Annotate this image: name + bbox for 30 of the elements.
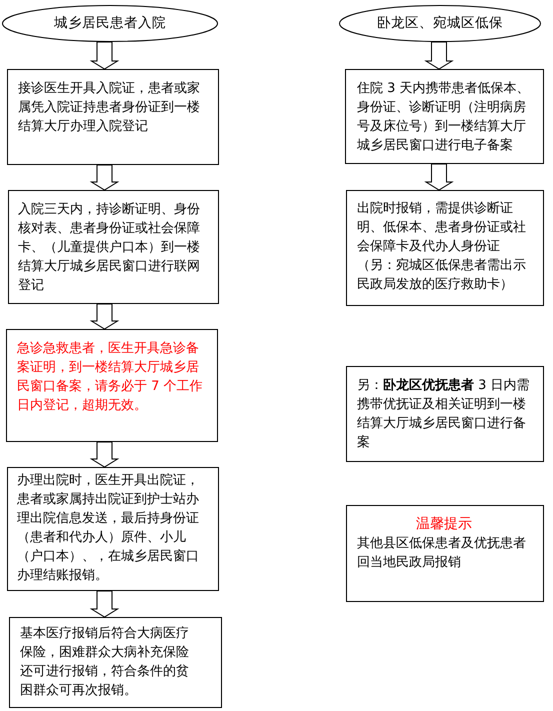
- start-ellipse: [2, 5, 218, 42]
- block-arrow: [424, 42, 454, 70]
- process-box: [7, 467, 219, 591]
- block-arrow: [90, 304, 120, 330]
- block-arrow: [90, 442, 120, 468]
- step-text: 入院三天内，持诊断证明、身份核对表、患者身份证或社会保障卡、（儿童提供户口本）到一楼结算大厅城乡居民窗口进行联网登记: [18, 201, 201, 295]
- step-text: 接诊医生开具入院证，患者或家属凭入院证持患者身份证到一楼结算大厅办理入院登记: [18, 80, 201, 136]
- block-arrow: [90, 164, 120, 191]
- step-text: 基本医疗报销后符合大病医疗保险，困难群众大病补充保险还可进行报销，符合条件的贫困群众可再次报销。: [20, 625, 190, 700]
- process-box: [346, 366, 544, 462]
- step-text: 办理出院时，医生开具出院证，患者或家属持出院证到护士站办理出院信息发送，最后持身份证（患者和代办人）原件、小儿（户口本）、，在城乡居民窗口办理结账报销。: [17, 472, 200, 585]
- step-text: 住院 3 天内携带患者低保本、身份证、诊断证明（注明病房号及床位号）到一楼结算大厅城乡居民窗口进行电子备案: [357, 80, 531, 155]
- process-box: [9, 617, 222, 708]
- process-box: [7, 69, 219, 165]
- step-text: 其他县区低保患者及优抚患者回当地民政局报销: [357, 535, 527, 572]
- note-box: [346, 505, 544, 602]
- block-arrow: [424, 164, 454, 191]
- process-box: [6, 329, 218, 442]
- note-heading: 温馨提示: [415, 515, 473, 534]
- step-text: 急诊急救患者，医生开具急诊备案证明，到一楼结算大厅城乡居民窗口备案，请务必于 7 个工作日内登记，超期无效。: [17, 340, 204, 415]
- process-box: [346, 190, 544, 306]
- start-text: 城乡居民患者入院: [54, 14, 166, 33]
- step-text: 另：卧龙区优抚患者 3 日内需携带优抚证及相关证明到一楼结算大厅城乡居民窗口进行备案: [357, 377, 531, 452]
- start-ellipse: [339, 5, 541, 42]
- step-text: 出院时报销，需提供诊断证明、低保本、患者身份证或社会保障卡及代办人身份证（另：宛城区低保患者需出示民政局发放的医疗救助卡）: [357, 200, 527, 294]
- process-box: [345, 69, 544, 164]
- block-arrow: [90, 42, 120, 70]
- start-text: 卧龙区、宛城区低保: [377, 14, 503, 33]
- block-arrow: [90, 590, 120, 618]
- process-box: [8, 190, 219, 304]
